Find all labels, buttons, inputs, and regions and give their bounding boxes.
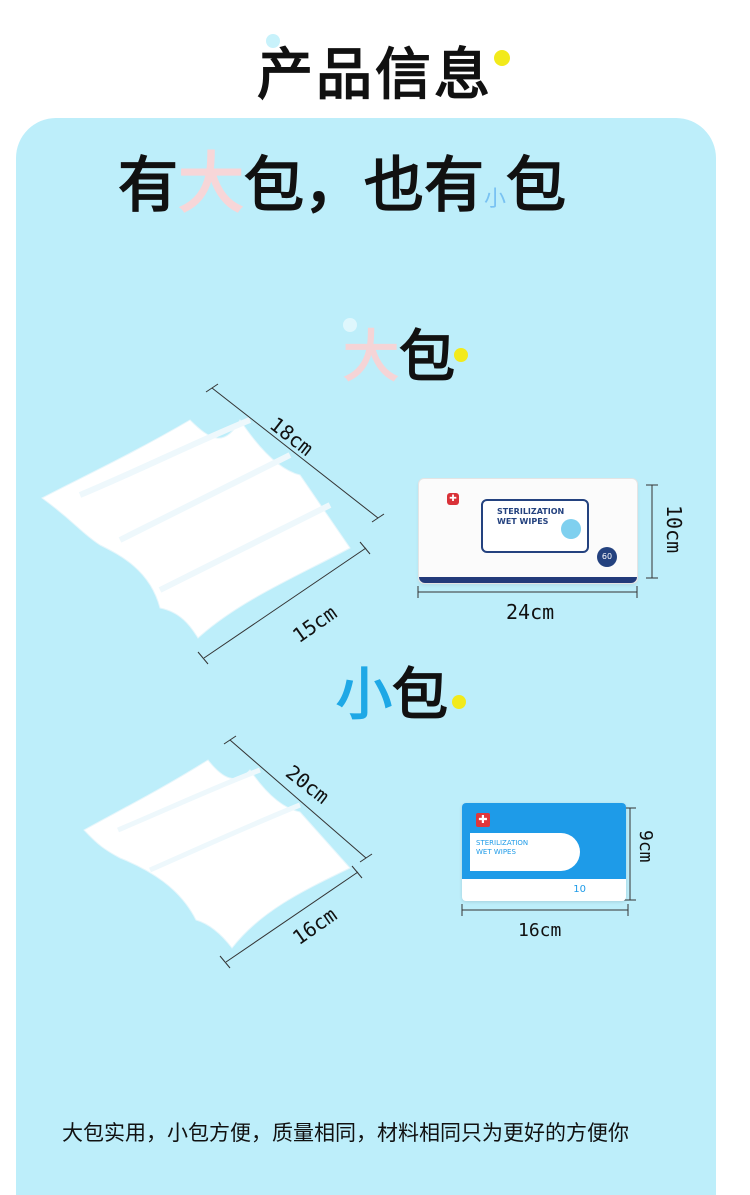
headline-part1: 有 xyxy=(118,151,178,221)
dim-tick xyxy=(371,513,385,523)
large-pack-image: ✚ STERILIZATION WET WIPES 60 xyxy=(418,478,638,584)
pack-card: STERILIZATION WET WIPES xyxy=(470,833,580,871)
cross-icon: ✚ xyxy=(476,813,490,827)
headline: 有大包，也有小包 xyxy=(118,130,658,222)
page-title: 产品信息 xyxy=(257,43,493,108)
wipe-fold xyxy=(78,417,252,498)
section-title-small-a: 小 xyxy=(336,663,392,728)
dim-tick xyxy=(359,853,373,863)
small-wipe-sheet xyxy=(83,759,351,949)
dim-line-width-small xyxy=(225,871,359,963)
pack-count: 10 xyxy=(573,884,586,895)
dim-tick xyxy=(359,541,371,555)
dim-line-length-large xyxy=(211,387,379,519)
dim-tick xyxy=(197,651,209,665)
shield-cross-icon: ✚ xyxy=(447,493,459,505)
wipe-fold xyxy=(158,502,332,593)
wipe-fold xyxy=(118,452,292,543)
pack-lid: STERILIZATION WET WIPES xyxy=(481,499,589,553)
wipe-fold xyxy=(117,767,261,833)
decor-dot-yellow xyxy=(454,348,468,362)
label-pack-height-large: 10cm xyxy=(662,505,686,554)
small-pack-image: ✚ STERILIZATION WET WIPES 10 xyxy=(462,803,626,901)
decor-dot-yellow xyxy=(452,695,466,709)
dim-tick xyxy=(205,383,219,393)
headline-small: 小 xyxy=(484,187,507,212)
headline-part2: 包，也有 xyxy=(244,151,484,221)
dim-tick xyxy=(219,955,231,969)
content-panel xyxy=(16,118,716,1195)
pack-brand-line1: STERILIZATION xyxy=(476,839,529,847)
section-title-small: 小包 xyxy=(336,650,448,731)
dim-line-length-small xyxy=(229,739,367,859)
dim-tick xyxy=(223,735,237,745)
title-area: 产品信息 xyxy=(0,22,750,108)
dim-line-width-large xyxy=(203,547,367,659)
footer-tagline: 大包实用，小包方便，质量相同，材料相同只为更好的方便你 xyxy=(62,1121,629,1145)
pack-brand-line1: STERILIZATION xyxy=(497,507,565,516)
section-title-large: 大包 xyxy=(343,312,455,393)
section-title-large-a: 大 xyxy=(343,325,399,390)
headline-part3: 包 xyxy=(506,151,567,221)
large-wipe-sheet xyxy=(41,419,351,639)
wipe-fold xyxy=(148,802,301,873)
decor-dot-cyan xyxy=(343,318,357,332)
pack-strip xyxy=(419,577,637,583)
pack-brand-line2: WET WIPES xyxy=(476,848,516,856)
pack-count-badge: 60 xyxy=(597,547,617,567)
section-title-small-b: 包 xyxy=(392,663,448,728)
pack-brand-text: STERILIZATION WET WIPES xyxy=(476,839,528,857)
section-title-large-b: 包 xyxy=(399,325,455,390)
decor-dot-cyan xyxy=(266,34,280,48)
hand-icon xyxy=(561,519,581,539)
decor-dot-yellow xyxy=(494,50,510,66)
label-pack-width-large: 24cm xyxy=(506,600,555,624)
label-pack-width-small: 16cm xyxy=(518,920,562,941)
label-pack-height-small: 9cm xyxy=(635,830,656,863)
headline-big: 大 xyxy=(178,145,244,222)
pack-brand-text: STERILIZATION WET WIPES xyxy=(497,507,564,527)
pack-brand-line2: WET WIPES xyxy=(497,517,549,526)
dim-tick xyxy=(351,865,363,879)
